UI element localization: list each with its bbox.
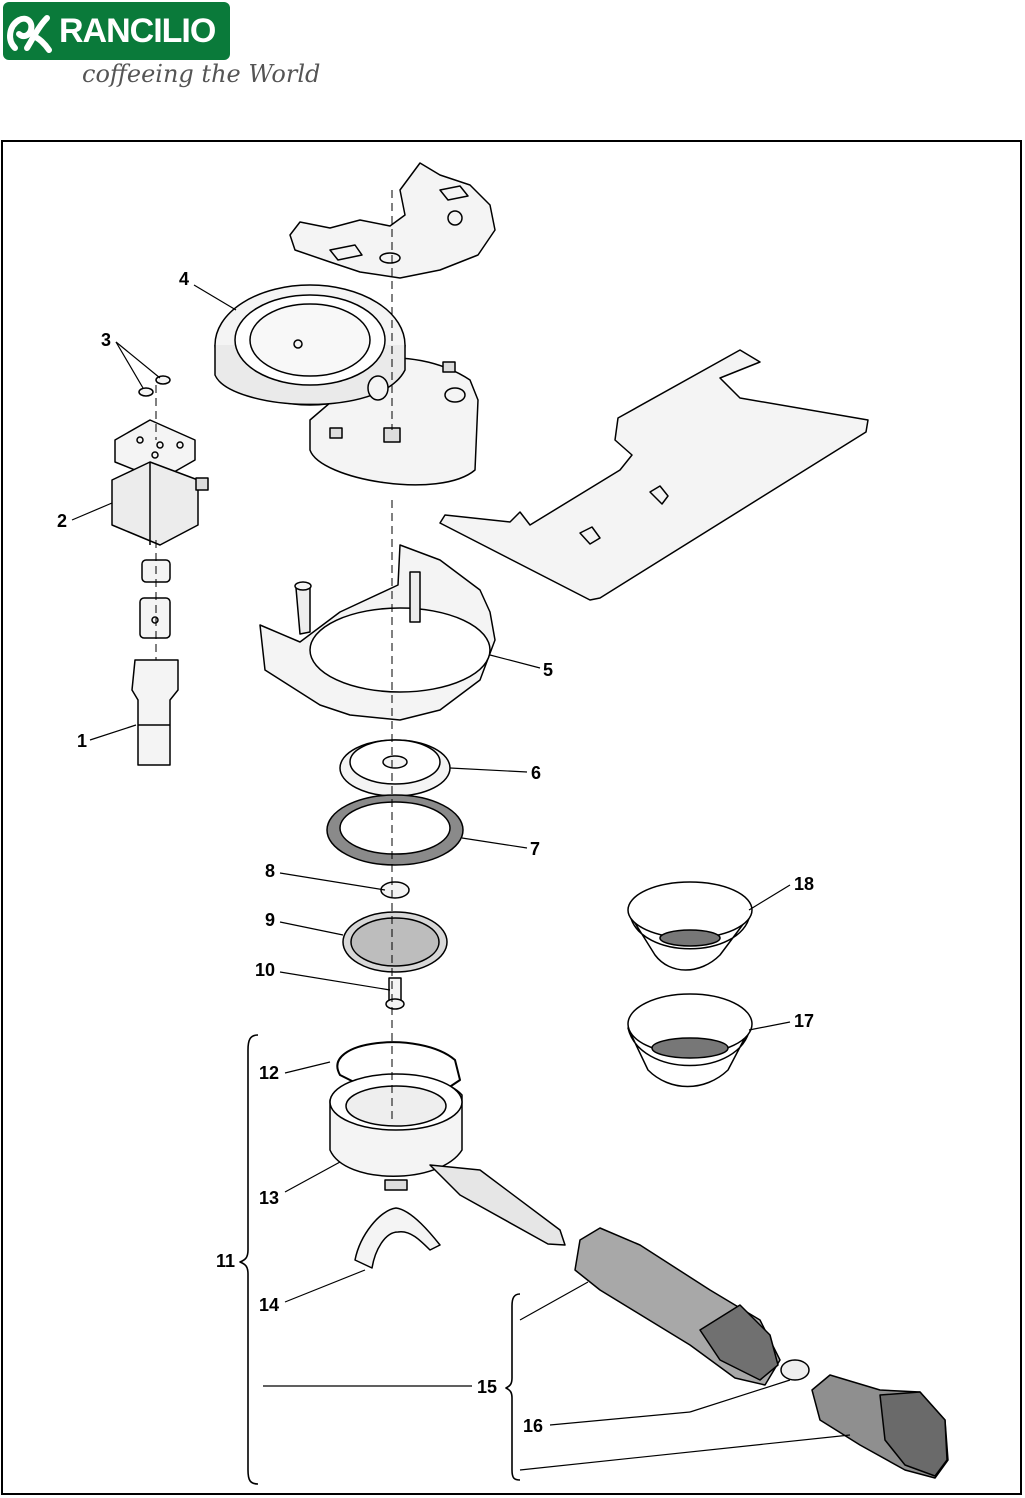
rancilio-logo: RANCILIO xyxy=(3,2,230,60)
part-label-10: 10 xyxy=(255,960,275,980)
diagram-frame xyxy=(1,140,1022,1495)
group-head-part xyxy=(214,284,479,486)
part-label-12: 12 xyxy=(259,1063,279,1083)
top-plate-part xyxy=(289,162,496,279)
brand-name: RANCILIO xyxy=(59,11,216,50)
part-label-14: 14 xyxy=(259,1295,279,1315)
part-label-18: 18 xyxy=(794,874,814,894)
part-label-9: 9 xyxy=(265,910,275,930)
part-label-15: 15 xyxy=(477,1377,497,1397)
part-label-6: 6 xyxy=(531,763,541,783)
filter-basket-single-part xyxy=(627,881,753,971)
part-label-3: 3 xyxy=(101,330,111,350)
valve-body-part xyxy=(131,559,179,766)
handle-cap-part xyxy=(811,1374,949,1479)
part-label-4: 4 xyxy=(179,269,189,289)
portafilter-part xyxy=(329,1073,566,1246)
base-plate-part xyxy=(439,349,869,601)
part-label-2: 2 xyxy=(57,511,67,531)
gasket-part xyxy=(326,794,464,866)
part-label-5: 5 xyxy=(543,660,553,680)
part-label-7: 7 xyxy=(530,839,540,859)
solenoid-valve-part xyxy=(111,375,209,546)
handle-part xyxy=(574,1227,810,1386)
spout-part xyxy=(354,1207,441,1269)
filter-basket-double-part xyxy=(627,993,753,1088)
drip-tray-part xyxy=(259,544,496,721)
part-label-8: 8 xyxy=(265,861,275,881)
tagline: coffeeing the World xyxy=(82,60,321,88)
part-label-13: 13 xyxy=(259,1188,279,1208)
part-label-1: 1 xyxy=(77,731,87,751)
rancilio-logo-mark-icon xyxy=(7,15,52,53)
shower-screen-part xyxy=(342,911,448,973)
part-label-17: 17 xyxy=(794,1011,814,1031)
shower-holder-part xyxy=(339,739,451,797)
part-label-16: 16 xyxy=(523,1416,543,1436)
part-label-11: 11 xyxy=(216,1251,235,1271)
